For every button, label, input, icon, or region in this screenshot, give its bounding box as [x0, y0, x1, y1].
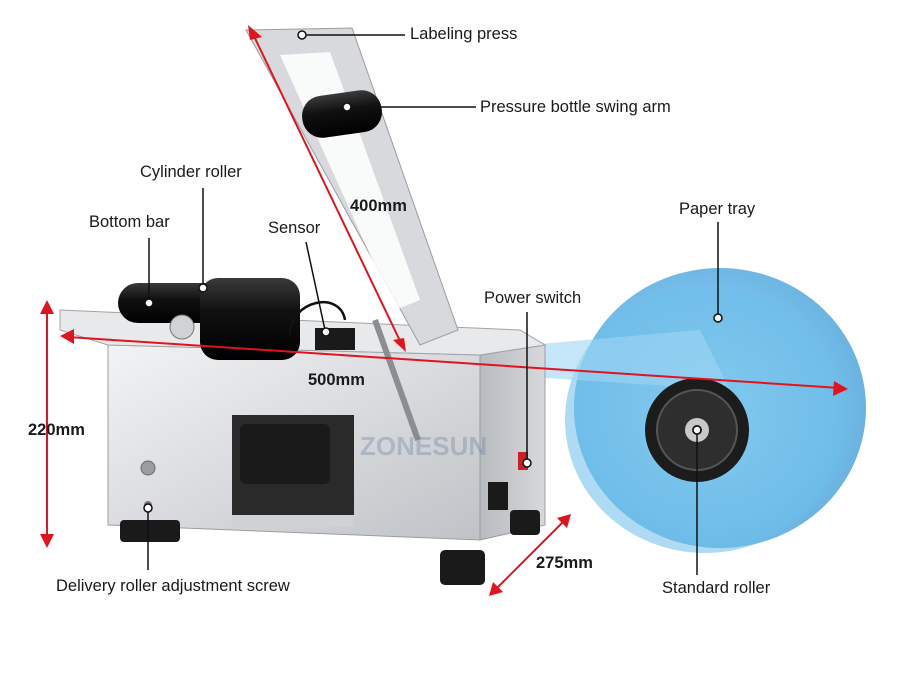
label-pressure-bottle-swing-arm: Pressure bottle swing arm [480, 98, 671, 116]
callout-lines [143, 30, 723, 575]
dimension-height: 220mm [28, 421, 85, 439]
dimension-length: 500mm [308, 371, 365, 389]
label-delivery-roller-adjustment-screw: Delivery roller adjustment screw [56, 577, 290, 595]
dimension-arrows [40, 25, 848, 596]
machine-body [59, 309, 547, 585]
label-paper-tray: Paper tray [679, 200, 756, 218]
label-sensor: Sensor [268, 219, 321, 237]
dimension-depth: 275mm [536, 554, 593, 572]
label-labeling-press: Labeling press [410, 25, 518, 43]
label-cylinder-roller: Cylinder roller [140, 163, 242, 181]
label-bottom-bar: Bottom bar [89, 213, 170, 231]
label-standard-roller: Standard roller [662, 579, 771, 597]
cylinder-roller [118, 278, 300, 360]
swing-arm [245, 27, 459, 442]
dimension-arm-length: 400mm [350, 197, 407, 215]
watermark: ZONESUN [360, 431, 487, 461]
label-power-switch: Power switch [484, 289, 582, 307]
